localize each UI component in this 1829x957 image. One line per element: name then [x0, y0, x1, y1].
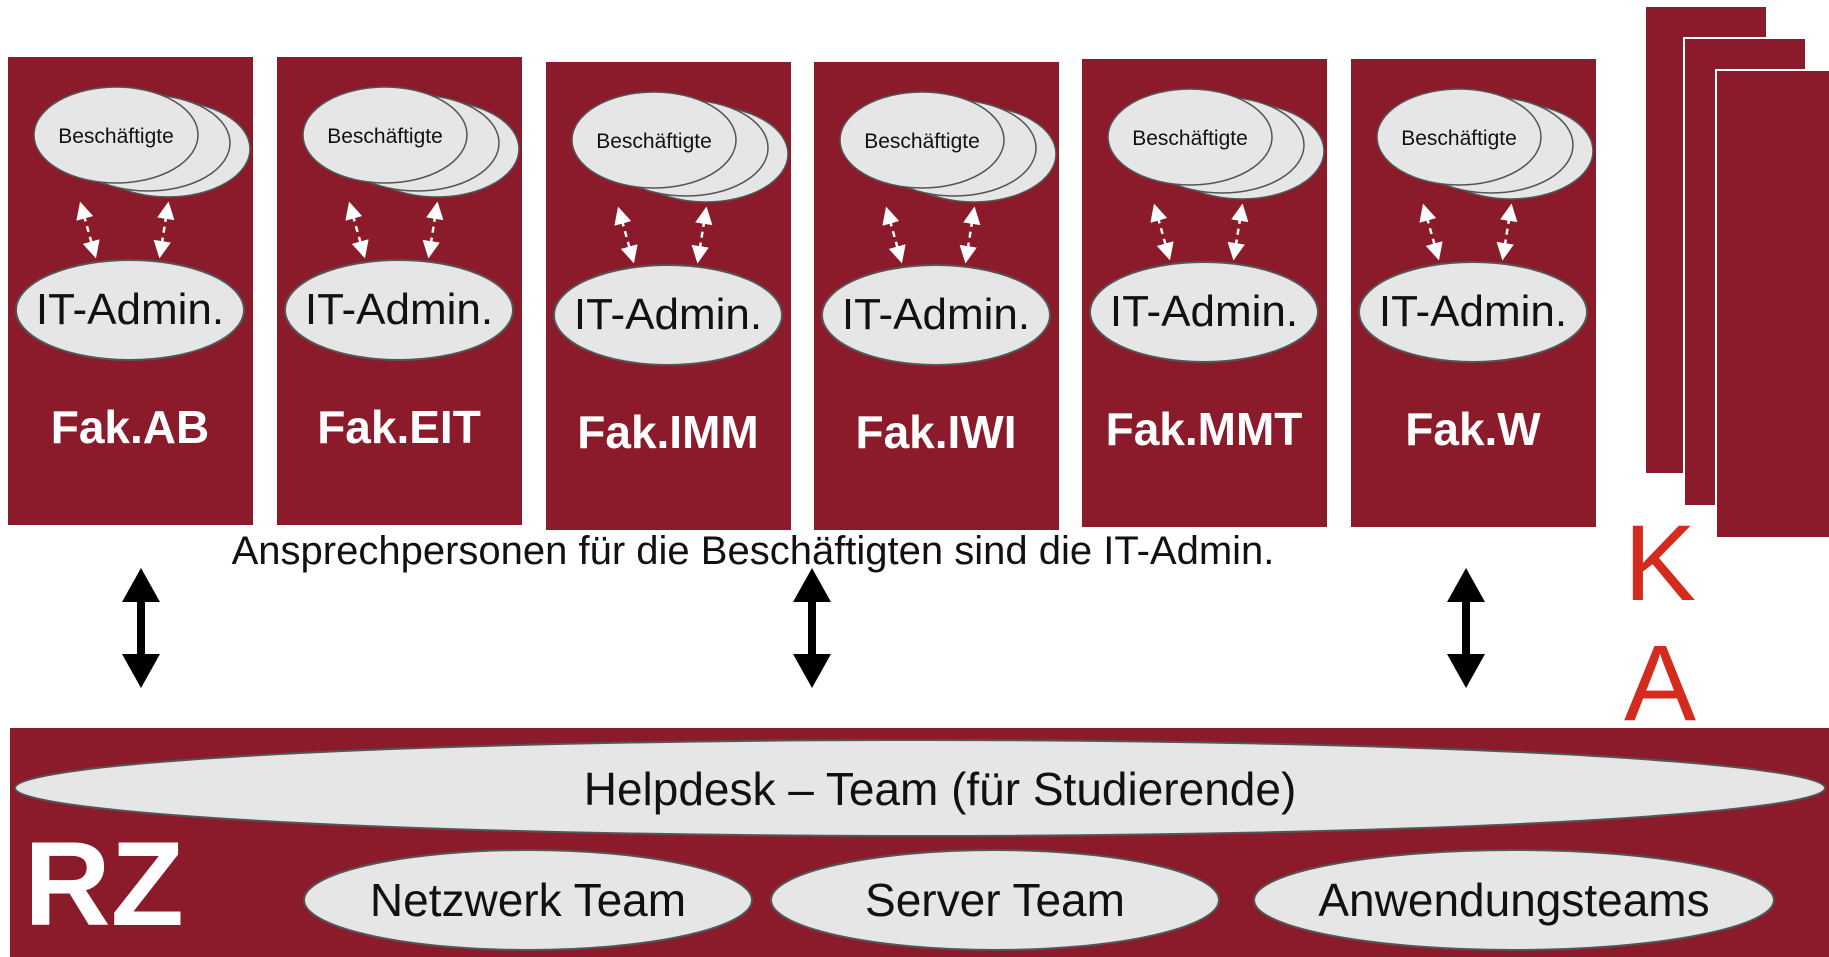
it-admin-label: IT-Admin. [36, 285, 224, 334]
double-arrow-left [122, 568, 160, 688]
employees-ellipse-front [1376, 88, 1542, 186]
dashed-arrow-left [882, 206, 906, 264]
dashed-arrow-right [153, 201, 175, 259]
double-arrow-middle [793, 568, 831, 688]
faculty-name: Fak.EIT [317, 401, 481, 453]
ka-letter-k: K [1624, 502, 1696, 623]
ka-panel-stack [1644, 5, 1829, 539]
caption: Ansprechpersonen für die Beschäftigten s… [232, 529, 1275, 573]
it-admin-label: IT-Admin. [305, 285, 493, 334]
faculty-columns: BeschäftigteIT-Admin.Fak.ABBeschäftigteI… [8, 57, 1596, 530]
employees-label: Beschäftigte [1401, 127, 1517, 150]
dashed-arrow-right [691, 206, 713, 264]
network-team-ellipse [303, 849, 753, 951]
it-admin-ellipse [15, 259, 245, 361]
server-team-ellipse [770, 849, 1220, 951]
rz-label: RZ [24, 817, 184, 951]
dashed-arrow-left [345, 201, 369, 259]
dashed-arrow-left [1150, 203, 1174, 261]
employees-ellipse-front [839, 91, 1005, 189]
employees-ellipse-front [33, 86, 199, 184]
it-admin-ellipse [284, 259, 514, 361]
faculty-name: Fak.W [1405, 403, 1541, 455]
employees-label: Beschäftigte [58, 125, 174, 148]
it-admin-label: IT-Admin. [842, 290, 1030, 339]
server-team-label: Server Team [865, 874, 1125, 926]
faculty-name: Fak.IMM [577, 406, 758, 458]
helpdesk-label: Helpdesk – Team (für Studierende) [584, 763, 1297, 815]
application-teams-label: Anwendungsteams [1318, 874, 1709, 926]
it-admin-ellipse [553, 264, 783, 366]
it-admin-label: IT-Admin. [1110, 287, 1298, 336]
network-team-label: Netzwerk Team [370, 874, 686, 926]
ka-letter-a: A [1624, 622, 1696, 743]
faculty-name: Fak.MMT [1106, 403, 1303, 455]
it-admin-ellipse [1089, 261, 1319, 363]
faculty-name: Fak.IWI [855, 406, 1016, 458]
it-admin-ellipse [1358, 261, 1588, 363]
dashed-arrow-left [76, 201, 100, 259]
employees-ellipse-front [302, 86, 468, 184]
dashed-arrow-right [959, 206, 981, 264]
it-admin-ellipse [821, 264, 1051, 366]
dashed-arrow-left [1419, 203, 1443, 261]
double-arrow-right [1447, 568, 1485, 688]
dashed-arrow-right [1227, 203, 1249, 261]
employees-label: Beschäftigte [1132, 127, 1248, 150]
employees-ellipse-front [1107, 88, 1273, 186]
employees-label: Beschäftigte [864, 130, 980, 153]
helpdesk-ellipse [14, 739, 1826, 837]
rz-band: Helpdesk – Team (für Studierende) RZ Net… [10, 728, 1829, 957]
application-teams-ellipse [1253, 849, 1775, 951]
employees-ellipse-front [571, 91, 737, 189]
faculty-name: Fak.AB [51, 401, 209, 453]
dashed-arrow-right [422, 201, 444, 259]
dashed-arrow-left [614, 206, 638, 264]
it-admin-label: IT-Admin. [1379, 287, 1567, 336]
dashed-arrow-right [1496, 203, 1518, 261]
employees-label: Beschäftigte [596, 130, 712, 153]
employees-label: Beschäftigte [327, 125, 443, 148]
it-admin-label: IT-Admin. [574, 290, 762, 339]
